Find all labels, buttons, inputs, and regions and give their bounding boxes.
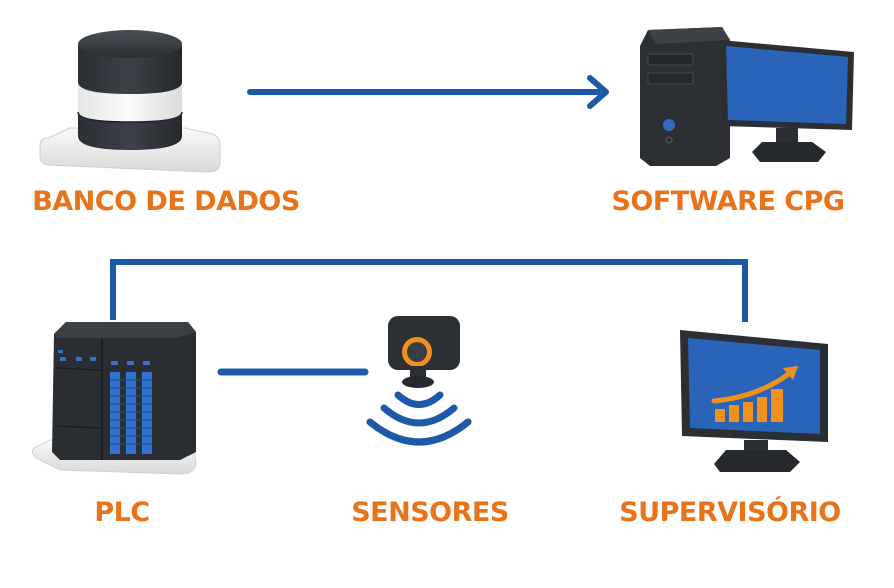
sensor-icon	[366, 316, 472, 446]
edge-banco-software	[247, 75, 609, 109]
plc-rack-icon	[31, 322, 197, 475]
database-icon	[39, 30, 221, 173]
desktop-computer-icon	[640, 27, 854, 166]
arrow-head-icon	[587, 75, 609, 109]
monitor-chart-icon	[680, 330, 828, 472]
trend-arrow-icon	[711, 370, 793, 404]
signal-waves-icon	[366, 391, 472, 446]
label-sensores: SENSORES	[351, 497, 509, 528]
label-plc: PLC	[94, 497, 150, 528]
edge-plc-supervisorio	[110, 259, 748, 322]
plc-io-leds	[110, 372, 152, 454]
label-supervisorio: SUPERVISÓRIO	[619, 497, 841, 528]
label-banco-de-dados: BANCO DE DADOS	[32, 186, 300, 217]
label-software-cpg: SOFTWARE CPG	[611, 186, 845, 217]
bar-chart-icon	[715, 389, 783, 422]
